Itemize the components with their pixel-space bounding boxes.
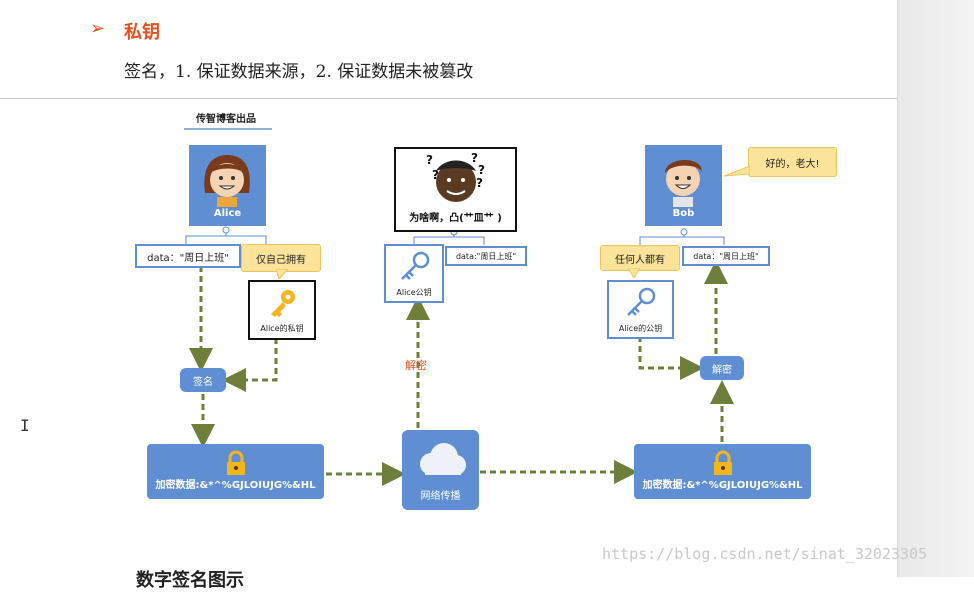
alice-name: Alice [213, 208, 242, 219]
alice-data-box: data："周日上班" [135, 244, 241, 268]
page-title: 私钥 [124, 22, 160, 43]
padlock-icon [714, 450, 732, 475]
bob-avatar-card: Bob [645, 145, 722, 226]
alice-public-key-card: Alice公钥 [384, 244, 444, 303]
encrypted-data-right: 加密数据:&*^%GJLOIUJG%&HL [634, 444, 811, 499]
divider [0, 98, 897, 99]
svg-text:?: ? [471, 151, 478, 165]
meme-image-box: ? ? ? ? ? 为啥啊，凸(艹皿艹 ) [394, 147, 517, 232]
bob-face-icon [665, 159, 702, 207]
alice-avatar-card: Alice [189, 145, 266, 226]
meme-caption: 为啥啊，凸(艹皿艹 ) [409, 213, 502, 224]
svg-text:?: ? [426, 153, 433, 167]
watermark: https://blog.csdn.net/sinat_32023305 [602, 545, 928, 563]
decrypt-label: 解密 [405, 359, 427, 372]
gold-key-icon [271, 290, 295, 317]
bob-bubble: 好的，老大! [748, 147, 837, 177]
bob-name: Bob [672, 208, 695, 219]
page-subtitle: 签名，1. 保证数据来源，2. 保证数据未被篡改 [124, 62, 474, 82]
cloud-icon [420, 443, 466, 475]
alice-private-key-label: Alice的私钥 [260, 324, 304, 333]
alice-bubble: 仅自己拥有 [241, 244, 321, 272]
bottom-heading: 数字签名图示 [136, 570, 244, 591]
network-broadcast-card: 网络传播 [402, 430, 479, 510]
alice-public-key-label: Alice公钥 [396, 288, 432, 297]
bob-public-key-card: Alice的公钥 [607, 280, 674, 339]
encrypted-data-left: 加密数据:&*^%GJLOIUJG%&HL [147, 444, 324, 499]
padlock-icon [227, 450, 245, 475]
anyone-bubble-tail [628, 268, 640, 278]
brand-label: 传智博客出品 [196, 114, 256, 125]
middle-data-box: data:"周日上班" [445, 246, 527, 266]
alice-bubble-tail [276, 269, 288, 279]
scroll-gutter[interactable] [897, 0, 974, 577]
text-cursor-icon: I [20, 416, 30, 435]
bob-anyone-bubble: 任何人都有 [600, 245, 680, 271]
network-label: 网络传播 [420, 491, 461, 502]
svg-text:?: ? [476, 176, 483, 190]
bob-bubble-tail [724, 165, 750, 177]
alice-private-key-card: Alice的私钥 [248, 280, 316, 340]
confused-face-icon: ? ? ? ? ? [426, 151, 485, 202]
encrypted-right-text: 加密数据:&*^%GJLOIUJG%&HL [642, 480, 803, 491]
bullet-arrow-icon: ➢ [90, 18, 106, 39]
blue-key-icon [627, 287, 656, 316]
bob-data-box: data："周日上班" [682, 246, 770, 266]
sign-pill: 签名 [180, 368, 226, 392]
blue-key-icon [401, 251, 430, 280]
svg-text:?: ? [478, 163, 485, 177]
slide-page: ➢ 私钥 签名，1. 保证数据来源，2. 保证数据未被篡改 传智博客出品 [0, 18, 897, 591]
decrypt-pill: 解密 [700, 356, 744, 380]
svg-text:?: ? [432, 168, 439, 182]
bob-public-key-label: Alice的公钥 [618, 324, 663, 333]
brand-underline [184, 128, 272, 130]
alice-face-icon [204, 155, 250, 207]
encrypted-left-text: 加密数据:&*^%GJLOIUJG%&HL [155, 480, 316, 491]
